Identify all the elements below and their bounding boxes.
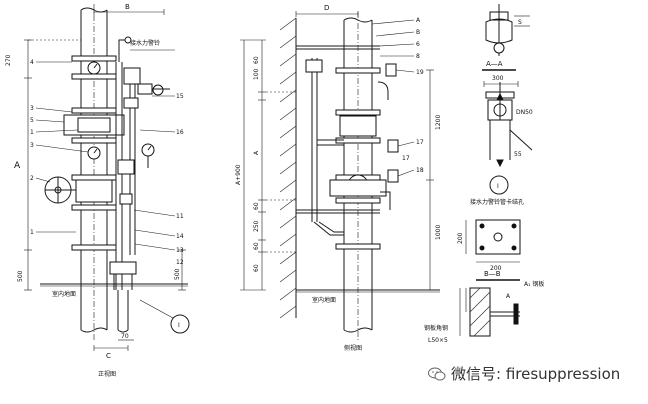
front-tag-c: C: [106, 352, 111, 360]
front-floor-label: 室内地面: [52, 290, 76, 298]
side-dim-l6: 60: [253, 264, 260, 272]
side-num-7: 18: [416, 167, 424, 174]
side-num-4: 8: [416, 53, 420, 60]
detail-dim-s: S: [518, 19, 522, 26]
detail-label-angle: 钢板角钢: [424, 324, 448, 332]
front-callout-alarm: 接水力警铃: [130, 39, 160, 47]
front-num-r4: 14: [176, 233, 184, 240]
front-num-l7: 1: [30, 229, 34, 236]
detail-dim-200a: 200: [457, 232, 464, 244]
front-numbers-right: 15 16 11 14 13 12: [176, 93, 184, 266]
side-dims-left: 60 100 250 60 60 60: [253, 56, 260, 272]
front-num-l6: 2: [30, 175, 34, 182]
detail-title: 接水力警铃管卡结孔: [470, 198, 524, 206]
side-num-2: B: [416, 29, 420, 36]
front-dim-70: 70: [121, 333, 129, 340]
side-dim-l1: 60: [253, 56, 260, 64]
side-num-1: A: [416, 17, 421, 24]
side-dim-l3: 250: [253, 220, 260, 232]
detail-dim-300: 300: [492, 75, 504, 82]
detail-dim-200b: 200: [490, 265, 502, 272]
front-tag-b: B: [125, 3, 130, 11]
detail-dim-55: 55: [514, 151, 522, 158]
detail-dim-dn50: DN50: [516, 109, 533, 116]
side-dim-total: A+900: [235, 164, 242, 185]
detail-section-aa: A—A: [486, 60, 503, 68]
side-dim-l5: 60: [253, 242, 260, 250]
detail-label-angle-spec: L50×5: [428, 337, 448, 344]
front-num-r6: 12: [176, 259, 184, 266]
detail-ref-i: I: [497, 183, 499, 190]
front-num-l2: 3: [30, 105, 34, 112]
front-view: [24, 4, 190, 351]
side-dim-1000: 1000: [435, 225, 442, 240]
front-detail-ref: I: [178, 322, 180, 329]
front-caption: 正视图: [98, 370, 116, 378]
watermark: 微信号: firesuppression: [428, 363, 620, 384]
front-dim-500-right: 500: [174, 268, 181, 280]
front-dim-270: 270: [5, 54, 12, 66]
side-floor-label: 室内地面: [312, 296, 336, 304]
front-dim-500-left: 500: [17, 270, 24, 282]
detail-section-bb: B—B: [484, 270, 501, 278]
front-numbers-left: 4 3 5 1 3 2 1: [30, 59, 34, 236]
front-num-r5: 13: [176, 247, 184, 254]
side-tag-d: D: [324, 4, 329, 12]
side-dim-l4: 60: [253, 202, 260, 210]
side-num-3: 6: [416, 41, 420, 48]
front-num-l3: 5: [30, 117, 34, 124]
side-num-6: 17: [416, 139, 424, 146]
side-numbers-right: A B 6 8 19 17 18 17: [402, 17, 424, 174]
wechat-icon: [428, 367, 446, 380]
details: [459, 4, 533, 337]
side-num-5: 19: [416, 69, 424, 76]
detail-dim-ab: A: [506, 293, 511, 300]
side-dim-l2: 100: [253, 68, 260, 80]
front-label-a: A: [14, 161, 21, 171]
side-num-8: 17: [402, 155, 410, 162]
side-caption: 侧视图: [344, 344, 362, 352]
side-view: [240, 11, 440, 340]
watermark-text: 微信号: firesuppression: [451, 365, 621, 383]
front-num-l1: 4: [30, 59, 34, 66]
side-dim-1200: 1200: [435, 115, 442, 130]
front-num-l4: 1: [30, 129, 34, 136]
detail-label-bolt: A₁ 钢板: [524, 280, 544, 288]
front-num-r3: 11: [176, 213, 184, 220]
front-num-r2: 16: [176, 129, 184, 136]
front-num-l5: 3: [30, 142, 34, 149]
side-dim-a: A: [253, 150, 260, 155]
front-num-r1: 15: [176, 93, 184, 100]
